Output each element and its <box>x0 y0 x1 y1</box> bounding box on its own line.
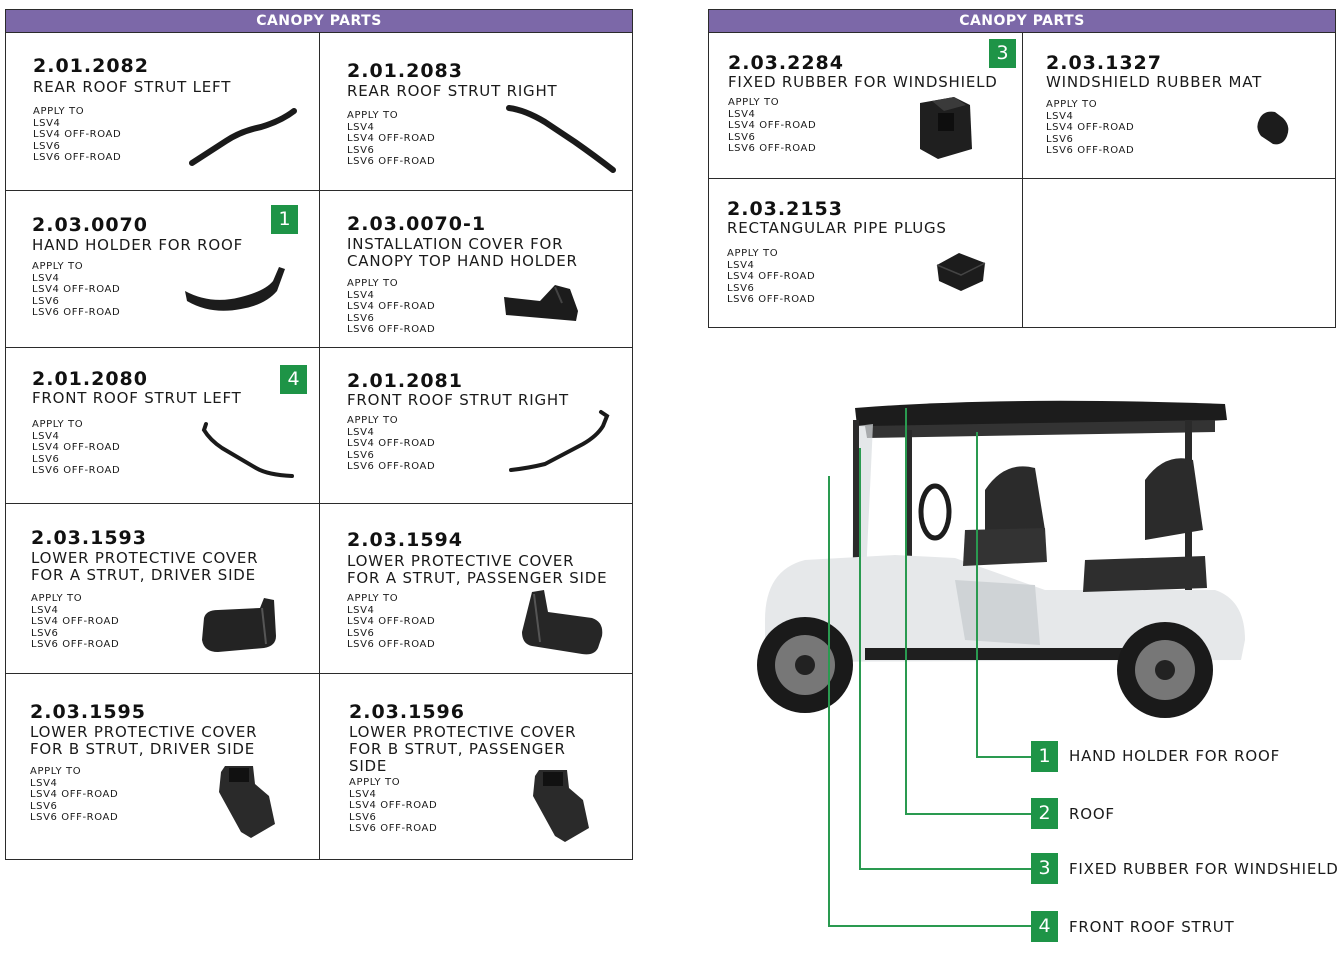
part-cell-2.03.2284: 2.03.2284 FIXED RUBBER FOR WINDSHIELD 3 … <box>709 33 1023 179</box>
left-panel-header: CANOPY PARTS <box>6 10 632 33</box>
callout-line-4-horizontal <box>828 925 1032 927</box>
part-cell-2.01.2081: 2.01.2081 FRONT ROOF STRUT RIGHT APPLY T… <box>320 348 632 504</box>
cover-a-strut-driver-image <box>202 598 276 652</box>
front-roof-strut-left-image <box>201 422 294 478</box>
callout-line-3-vertical <box>859 448 861 869</box>
callout-line-4-vertical <box>828 476 830 926</box>
callout-line-1-vertical <box>976 432 978 757</box>
pipe-plug-image <box>936 253 986 291</box>
part-name: HAND HOLDER FOR ROOF <box>32 236 244 254</box>
rear-roof-strut-right-image <box>506 105 616 173</box>
part-number: 2.03.0070-1 <box>347 213 487 235</box>
legend-label-1: HAND HOLDER FOR ROOF <box>1069 747 1281 765</box>
legend-badge-2: 2 <box>1031 798 1058 829</box>
part-name: FRONT ROOF STRUT LEFT <box>32 389 242 407</box>
part-number: 2.03.0070 <box>32 214 148 236</box>
legend-badge-4: 4 <box>1031 911 1058 942</box>
part-name: FRONT ROOF STRUT RIGHT <box>347 391 569 409</box>
part-number: 2.03.1595 <box>30 701 146 723</box>
part-number: 2.03.1327 <box>1046 52 1162 74</box>
installation-cover-image <box>504 285 578 321</box>
part-number: 2.01.2082 <box>33 55 149 77</box>
cover-b-strut-passenger-image <box>533 770 589 842</box>
part-name: RECTANGULAR PIPE PLUGS <box>727 219 947 237</box>
rubber-mat-image <box>1257 111 1289 145</box>
part-name: WINDSHIELD RUBBER MAT <box>1046 73 1263 91</box>
rear-roof-strut-left-image <box>189 108 297 166</box>
callout-line-1-horizontal <box>976 756 1032 758</box>
callout-badge-3: 3 <box>989 39 1016 68</box>
left-parts-table: CANOPY PARTS 2.01.2082 REAR ROOF STRUT L… <box>5 9 633 860</box>
part-number: 2.03.2153 <box>727 198 843 220</box>
part-number: 2.03.1594 <box>347 529 463 551</box>
legend-badge-1: 1 <box>1031 741 1058 772</box>
part-cell-2.03.2153: 2.03.2153 RECTANGULAR PIPE PLUGS APPLY T… <box>709 179 1023 327</box>
part-name: REAR ROOF STRUT RIGHT <box>347 82 558 100</box>
cover-a-strut-passenger-image <box>522 590 603 655</box>
callout-line-2-vertical <box>905 408 907 814</box>
callout-line-3-horizontal <box>859 868 1032 870</box>
callout-badge-1: 1 <box>271 205 298 234</box>
part-cell-2.01.2080: 2.01.2080 FRONT ROOF STRUT LEFT 4 APPLY … <box>6 348 320 504</box>
hand-holder-image <box>185 267 285 311</box>
part-number: 2.03.1596 <box>349 701 465 723</box>
legend-label-2: ROOF <box>1069 805 1115 823</box>
empty-cell <box>1023 179 1335 327</box>
legend-label-4: FRONT ROOF STRUT <box>1069 918 1235 936</box>
part-number: 2.01.2081 <box>347 370 463 392</box>
legend-badge-3: 3 <box>1031 853 1058 884</box>
golf-cart-image <box>757 400 1245 718</box>
part-number: 2.01.2080 <box>32 368 148 390</box>
fixed-rubber-image <box>920 97 972 159</box>
right-parts-table: CANOPY PARTS 2.03.2284 FIXED RUBBER FOR … <box>708 9 1336 328</box>
right-panel-header: CANOPY PARTS <box>709 10 1335 33</box>
front-roof-strut-right-image <box>509 410 610 472</box>
part-cell-2.03.0070: 2.03.0070 HAND HOLDER FOR ROOF 1 APPLY T… <box>6 191 320 348</box>
legend-label-3: FIXED RUBBER FOR WINDSHIELD <box>1069 860 1339 878</box>
part-number: 2.03.1593 <box>31 527 147 549</box>
callout-badge-4: 4 <box>280 365 307 394</box>
part-number: 2.01.2083 <box>347 60 463 82</box>
part-number: 2.03.2284 <box>728 52 844 74</box>
part-cell-2.01.2083: 2.01.2083 REAR ROOF STRUT RIGHT APPLY TO… <box>320 33 632 191</box>
part-name: REAR ROOF STRUT LEFT <box>33 78 232 96</box>
part-name: FIXED RUBBER FOR WINDSHIELD <box>728 73 998 91</box>
part-cell-2.03.1327: 2.03.1327 WINDSHIELD RUBBER MAT APPLY TO… <box>1023 33 1335 179</box>
callout-line-2-horizontal <box>905 813 1032 815</box>
cover-b-strut-driver-image <box>219 766 275 838</box>
